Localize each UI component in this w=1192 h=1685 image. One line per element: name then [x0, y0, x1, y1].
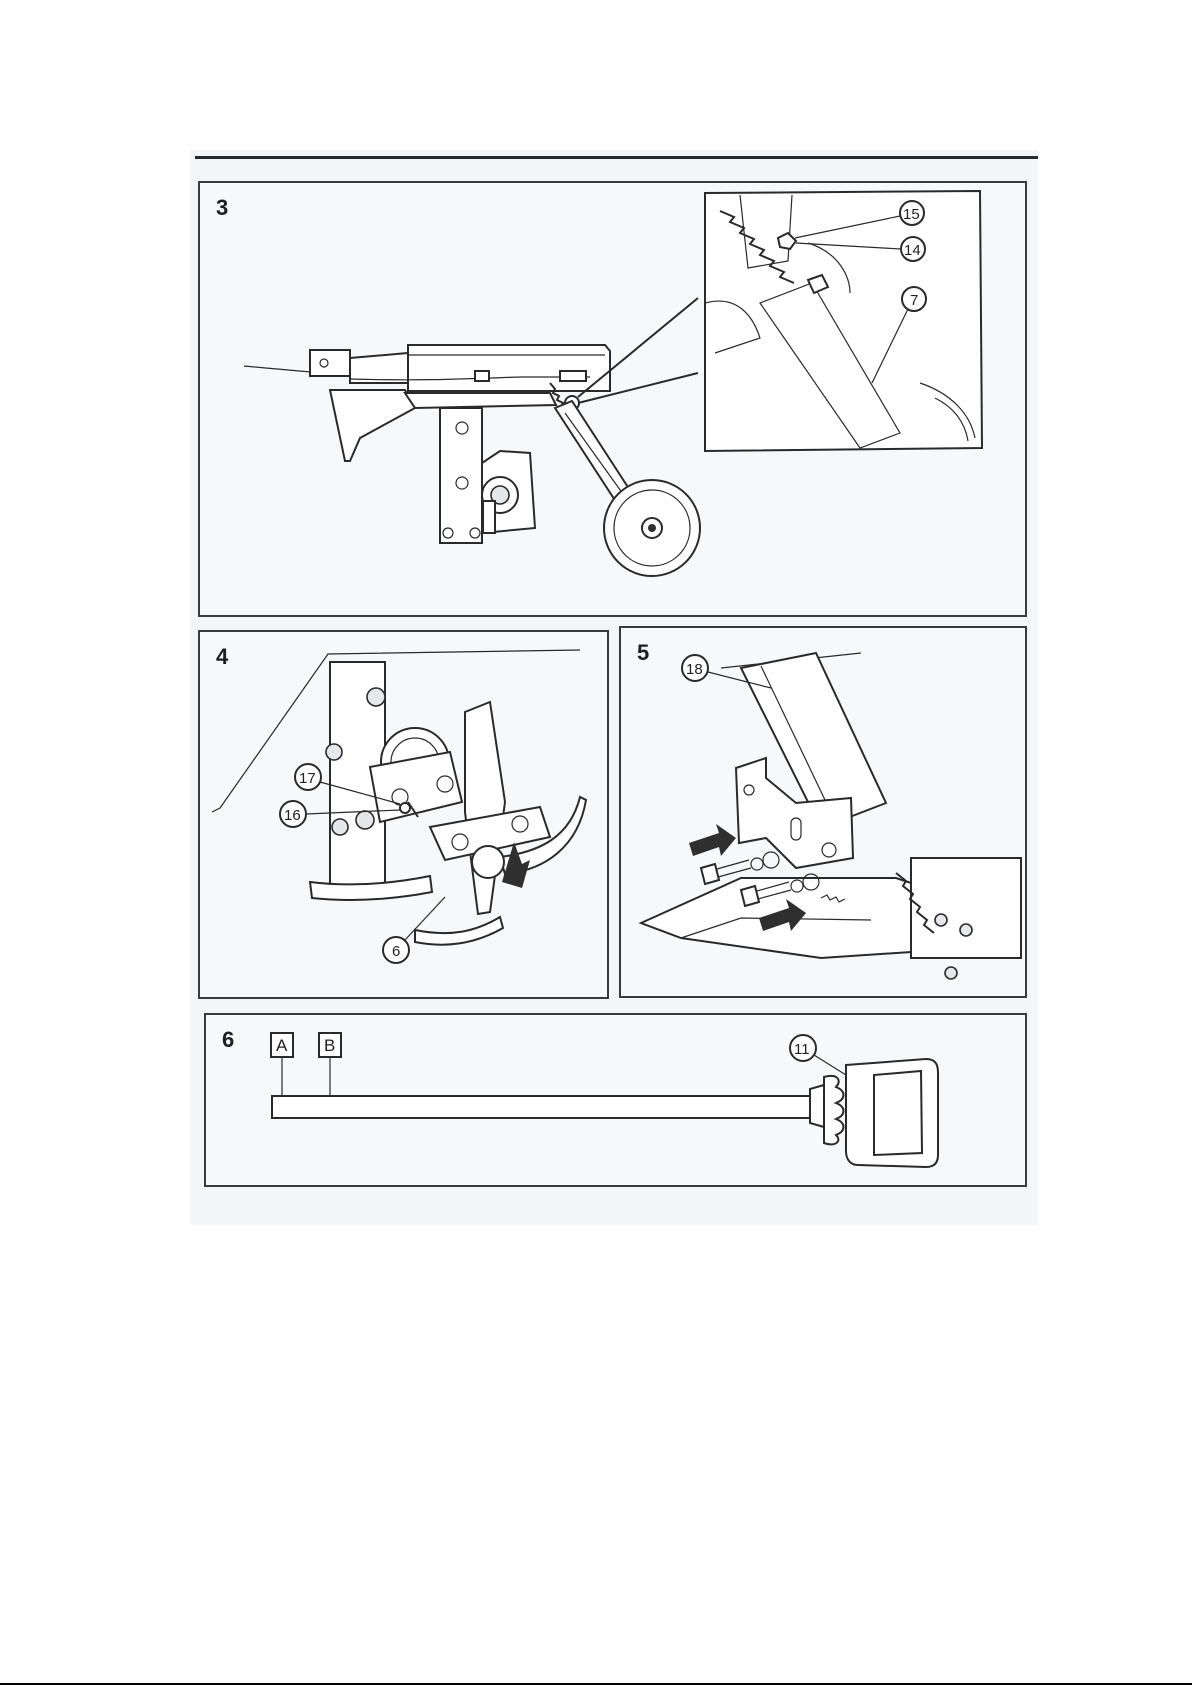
- washer-1: [751, 858, 763, 870]
- tiller-side-view-diagram: 15 14 7: [200, 183, 1025, 615]
- oil-dipstick-diagram: A B 11: [206, 1015, 1025, 1185]
- callout-7: 7: [910, 292, 918, 309]
- dipstick-thread: [824, 1076, 844, 1144]
- callout-11: 11: [794, 1041, 810, 1058]
- callout-6: 6: [392, 943, 400, 960]
- gearbox-column: [440, 408, 482, 543]
- tine-shaft-end: [472, 846, 504, 878]
- tine-assembly-diagram: 17 16 6: [200, 632, 607, 997]
- callout-15: 15: [903, 206, 920, 223]
- dipstick-rod: [272, 1096, 812, 1118]
- bolt-head-1: [701, 864, 719, 884]
- callout-14: 14: [904, 242, 921, 259]
- figure-panel-6: 6 A B 11: [204, 1013, 1027, 1187]
- tine-guard: [330, 390, 415, 461]
- tine-blade-vertical: [465, 702, 505, 914]
- bolt-head-2: [741, 886, 759, 906]
- mark-b: B: [324, 1036, 335, 1055]
- lock-pin: [400, 803, 410, 813]
- callout-16: 16: [284, 807, 301, 824]
- top-rule: [195, 156, 1038, 159]
- figure-panel-5: 5 18: [619, 626, 1027, 998]
- detail-inset: [705, 191, 982, 451]
- callout-18: 18: [686, 661, 703, 678]
- bolt-mounting-diagram: 18: [621, 628, 1025, 996]
- push-arrow-top: [689, 824, 736, 856]
- figure-panel-3: 3: [198, 181, 1027, 617]
- figure-panel-4: 4 17 16 6: [198, 630, 609, 999]
- frame-end: [310, 350, 350, 376]
- engine-housing: [408, 345, 610, 391]
- callout-17: 17: [299, 770, 316, 787]
- mark-a: A: [276, 1036, 288, 1055]
